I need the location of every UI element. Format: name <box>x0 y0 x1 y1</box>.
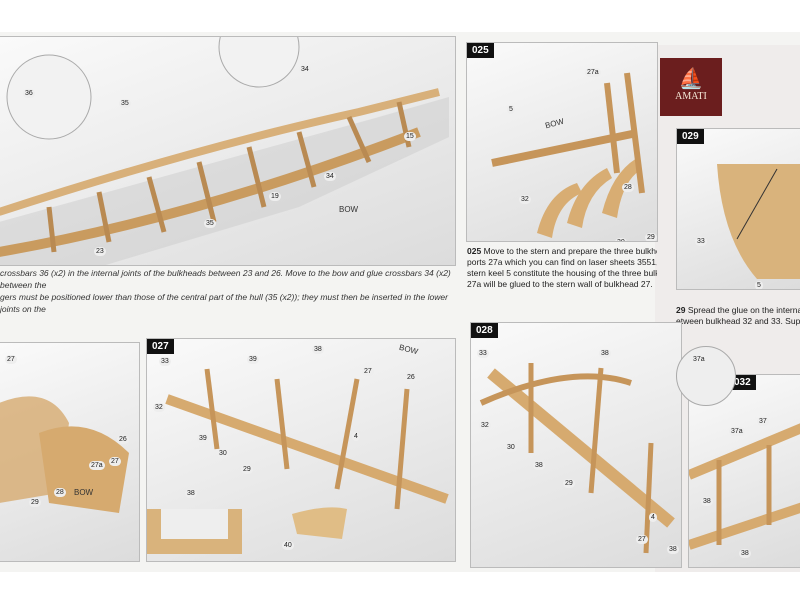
caption-line: crossbars 36 (x2) in the internal joints… <box>0 268 451 290</box>
part-label: 29 <box>29 498 41 507</box>
part-label: 36 <box>23 89 35 98</box>
part-label: 39 <box>247 355 259 364</box>
step-029-illustration: 029 33 5 <box>676 128 800 290</box>
part-label: 35 <box>204 219 216 228</box>
part-label: 38 <box>185 489 197 498</box>
step-number: 025 <box>467 246 482 256</box>
part-label: 39 <box>197 434 209 443</box>
part-label: 38 <box>667 545 679 554</box>
keel-frame-drawing <box>147 368 449 554</box>
step-badge: 029 <box>677 129 704 144</box>
part-label: 40 <box>282 541 294 550</box>
caption-line: Spread the glue on the internal fa <box>687 305 800 315</box>
step-025-illustration: 025 27a 5 32 30 28 29 BOW <box>466 42 658 242</box>
caption-line: ports 27a which you can find on laser sh… <box>467 257 657 267</box>
part-label: 27 <box>109 457 121 466</box>
part-label: 30 <box>505 443 517 452</box>
step-024-caption: crossbars 36 (x2) in the internal joints… <box>0 267 460 315</box>
part-label: 26 <box>405 373 417 382</box>
part-label: 33 <box>159 357 171 366</box>
detail-inset-circle: 37a <box>676 346 736 406</box>
part-label: 29 <box>563 479 575 488</box>
part-label: 4 <box>649 513 657 522</box>
part-label: 15 <box>404 132 416 141</box>
part-label: 28 <box>54 488 66 497</box>
part-label: 38 <box>533 461 545 470</box>
hull-assembly-drawing <box>479 363 675 554</box>
caption-line: gers must be positioned lower than those… <box>0 292 448 314</box>
amati-logo: ⛵AMATI <box>660 58 722 116</box>
part-label: 35 <box>119 99 131 108</box>
part-label: 38 <box>701 497 713 506</box>
part-label: 27 <box>362 367 374 376</box>
part-label: 29 <box>645 233 657 241</box>
part-label: 4 <box>352 432 360 441</box>
step-024-illustration: 36 35 34 15 34 19 35 23 BOW <box>0 36 456 266</box>
caption-line: Move to the stern and prepare the three … <box>483 246 657 256</box>
part-label: 37 <box>757 417 769 426</box>
part-label: 32 <box>153 403 165 412</box>
caption-line: 27a will be glued to the stern wall of b… <box>467 279 653 289</box>
part-label: 34 <box>299 65 311 74</box>
part-label: 34 <box>324 172 336 181</box>
part-label: 38 <box>739 549 751 558</box>
step-badge: 025 <box>467 43 494 58</box>
step-026-illustration: 27 26 27a 27 28 29 BOW <box>0 342 140 562</box>
part-label: 27 <box>5 355 17 364</box>
part-label: 33 <box>695 237 707 246</box>
part-label: 30 <box>615 238 627 241</box>
bow-frame-drawing <box>689 423 800 550</box>
caption-line: etween bulkhead 32 and 33. Support <box>676 316 800 326</box>
part-label: 19 <box>269 192 281 201</box>
step-025-caption: 025 Move to the stern and prepare the th… <box>467 246 657 290</box>
caption-line: stern keel 5 constitute the housing of t… <box>467 268 657 278</box>
bow-direction-label: BOW <box>74 488 94 497</box>
part-label: 5 <box>507 105 515 114</box>
part-label: 23 <box>94 247 106 256</box>
part-label: 27a <box>585 68 601 77</box>
part-label: 28 <box>622 183 634 192</box>
hull-frame-drawing <box>0 37 449 265</box>
part-label: 26 <box>117 435 129 444</box>
step-badge: 027 <box>147 339 174 354</box>
step-number: 29 <box>676 305 686 315</box>
hull-stern-drawing <box>717 164 800 279</box>
part-label: 30 <box>217 449 229 458</box>
part-label: 29 <box>241 465 253 474</box>
bow-direction-label: BOW <box>339 205 359 214</box>
part-label: 27 <box>636 535 648 544</box>
part-label: 37a <box>729 427 745 436</box>
part-label: 38 <box>312 345 324 354</box>
bulkheads-drawing <box>0 396 129 513</box>
step-029-caption: 29 Spread the glue on the internal fa et… <box>676 305 800 327</box>
part-label: 27a <box>89 461 105 470</box>
stern-bulkheads-drawing <box>491 72 645 238</box>
part-label: 32 <box>519 195 531 204</box>
part-label: 32 <box>479 421 491 430</box>
part-label: 33 <box>477 349 489 358</box>
brand-name: AMATI <box>675 91 707 102</box>
part-label: 5 <box>755 281 763 289</box>
step-badge: 028 <box>471 323 498 338</box>
step-032-illustration: 032 37a 37 38 38 <box>688 374 800 568</box>
part-label: 37a <box>691 355 707 364</box>
part-label: 38 <box>599 349 611 358</box>
step-027-illustration: 027 33 39 38 32 39 30 27 26 4 29 38 40 B… <box>146 338 456 562</box>
step-028-illustration: 028 33 38 32 30 38 29 27 4 38 <box>470 322 682 568</box>
